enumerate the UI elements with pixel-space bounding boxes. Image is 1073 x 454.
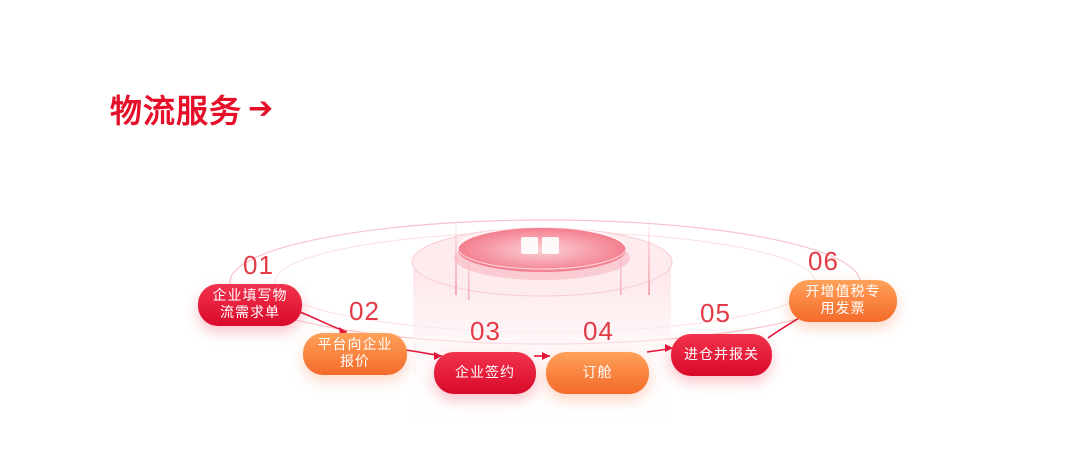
page-title: 物流服务 ➔ [110, 86, 274, 132]
step-number: 02 [349, 296, 380, 326]
light-beam [648, 215, 650, 295]
block-icon [542, 237, 559, 254]
step-number: 04 [583, 316, 614, 346]
step-03-pill: 企业签约 [434, 352, 536, 394]
step-label: 报价 [340, 354, 370, 370]
step-label: 用发票 [820, 301, 866, 317]
step-label: 订舱 [582, 364, 613, 381]
arrow-head [434, 352, 442, 360]
title-text: 物流服务 [110, 92, 243, 130]
step-label: 平台向企业 [317, 337, 393, 353]
step-06-pill: 开增值税专 用发票 [789, 280, 897, 322]
step-label: 企业填写物 [212, 288, 288, 304]
arrow-head [542, 352, 550, 360]
arrow-right-icon: ➔ [248, 91, 275, 126]
step-label: 流需求单 [220, 305, 280, 321]
step-number: 06 [808, 246, 839, 276]
top-disc-rim [457, 226, 627, 270]
block-icon [521, 237, 538, 254]
step-number: 01 [243, 250, 274, 280]
step-02-pill: 平台向企业 报价 [303, 333, 407, 375]
arrow-head [665, 344, 673, 352]
step-label: 进仓并报关 [684, 346, 759, 363]
step-label: 企业签约 [455, 364, 515, 381]
step-label: 开增值税专 [805, 284, 881, 300]
step-number: 03 [470, 316, 501, 346]
step-01-pill: 企业填写物 流需求单 [198, 284, 302, 326]
step-number: 05 [700, 298, 731, 328]
step-04-pill: 订舱 [546, 352, 649, 394]
step-05-pill: 进仓并报关 [671, 334, 772, 376]
